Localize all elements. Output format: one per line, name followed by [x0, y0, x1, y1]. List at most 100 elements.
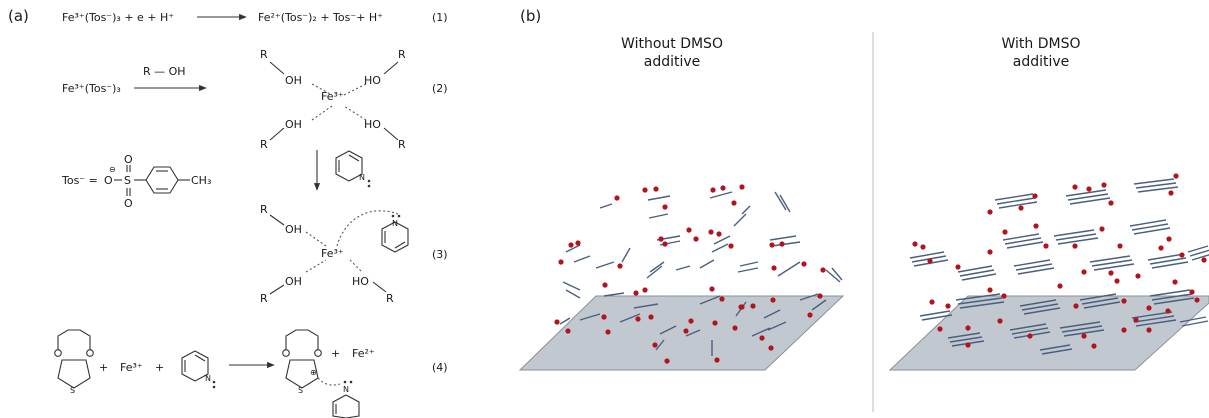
eq1-products: Fe²⁺(Tos⁻)₂ + Tos⁻+ H⁺	[258, 11, 383, 24]
polymer-chain	[1089, 255, 1131, 263]
polymer-chain	[565, 289, 581, 299]
dopant-dot	[601, 314, 607, 320]
eq2-r-bond	[383, 127, 399, 141]
thiophene-ring	[57, 359, 91, 389]
tosylate-structure: Tos⁻ = ⊖ O S O O CH₃	[61, 153, 211, 210]
dopant-dot	[965, 325, 971, 331]
polymer-chain	[1059, 321, 1101, 329]
dopant-dot	[801, 261, 807, 267]
polymer-chain	[1053, 229, 1095, 237]
eq4-pyridine-product: N	[332, 380, 360, 418]
left-title-line1: Without DMSO	[621, 36, 723, 52]
eq2-r-tl: R	[260, 48, 268, 61]
polymer-chain	[1067, 193, 1109, 201]
dopant-dot	[554, 319, 560, 325]
polymer-chain	[741, 205, 751, 215]
panel-a-label: (a)	[8, 7, 29, 25]
polymer-chain	[774, 191, 787, 211]
eq4-pyridine-n: N	[205, 374, 211, 383]
dopant-dot	[1108, 200, 1114, 206]
polymer-chain	[1079, 293, 1117, 301]
polymer-chain	[646, 265, 663, 279]
eq2-oh-tl: OH	[285, 74, 302, 87]
polymer-chain	[799, 293, 819, 301]
dopant-dot	[728, 243, 734, 249]
dopant-dot	[1166, 236, 1172, 242]
eq3-pyridine-n: N	[392, 219, 398, 228]
polymer-chain	[919, 310, 951, 317]
eq4-product-n: N	[343, 385, 349, 394]
dopant-dot	[769, 242, 775, 248]
dopant-dot	[987, 209, 993, 215]
polymer-chain	[1083, 301, 1121, 309]
dopant-dot	[1072, 243, 1078, 249]
right-title-line1: With DMSO	[1001, 36, 1080, 52]
polymer-chain	[685, 329, 701, 337]
dopant-dot	[712, 320, 718, 326]
eq3-number: (3)	[432, 248, 448, 261]
dopant-dot	[662, 241, 668, 247]
dopant-dot	[750, 303, 756, 309]
polymer-chain	[1039, 344, 1071, 351]
dopant-dot	[1114, 278, 1120, 284]
dopant-dot	[997, 318, 1003, 324]
dopant-dot	[642, 287, 648, 293]
dopant-dot	[617, 263, 623, 269]
polymer-chain	[711, 243, 729, 253]
dopant-dot	[1194, 297, 1200, 303]
eq2-r-bl: R	[260, 138, 268, 151]
dopant-dot	[1072, 184, 1078, 190]
dopant-dot	[1018, 205, 1024, 211]
polymer-chain	[1179, 316, 1207, 323]
dopant-dot	[1165, 308, 1171, 314]
polymer-chain	[1004, 237, 1042, 245]
panel-b: (b) Without DMSO additive With DMSO addi…	[518, 7, 1209, 412]
dopant-dot	[688, 318, 694, 324]
substrate-left	[518, 295, 845, 371]
dopant-dot	[1081, 269, 1087, 275]
polymer-chain	[957, 265, 993, 273]
eq3-ho-br: HO	[352, 275, 369, 288]
polymer-chain	[1133, 315, 1175, 323]
polymer-chain	[1015, 263, 1053, 271]
dopant-dot	[719, 296, 725, 302]
eq4-plus-3: +	[331, 347, 340, 360]
eq3-center: Fe³⁺	[321, 247, 344, 260]
eq3-r-br: R	[386, 292, 394, 305]
eq2-r-bond	[269, 127, 285, 141]
polymer-chain	[1009, 323, 1047, 331]
dopant-dot	[614, 195, 620, 201]
eq2-coord-bond	[311, 83, 333, 96]
dopant-dot	[929, 299, 935, 305]
polymer-chain	[1006, 241, 1044, 249]
polymer-chain	[1153, 297, 1195, 305]
eq2-center: Fe³⁺	[321, 90, 344, 103]
eq4-plus-1: +	[99, 361, 108, 374]
dopant-dot	[1043, 243, 1049, 249]
pyridine-n: N	[359, 173, 365, 182]
polymer-chain	[649, 261, 665, 273]
polymer-chain	[737, 267, 759, 273]
polymer-chain	[733, 213, 747, 227]
polymer-chain	[648, 213, 669, 219]
dopant-dot	[693, 236, 699, 242]
dopant-dot	[820, 267, 826, 273]
eq2-r-br: R	[398, 138, 406, 151]
eq4-fe2: Fe²⁺	[352, 347, 375, 360]
dopant-dot	[1201, 257, 1207, 263]
dopant-dot	[1172, 279, 1178, 285]
polymer-chain	[599, 203, 613, 209]
dopant-dot	[771, 265, 777, 271]
polymer-chain	[949, 336, 983, 343]
eq2-coord-bond	[343, 105, 367, 121]
polymer-chain	[1149, 289, 1191, 297]
equation-2: Fe³⁺(Tos⁻)₃ R — OH Fe³⁺ OH HO OH HO R R …	[62, 48, 448, 151]
dopant-dot	[686, 227, 692, 233]
polymer-chain	[603, 292, 625, 297]
dopant-dot	[1001, 293, 1007, 299]
dopant-dot	[1033, 223, 1039, 229]
dopant-dot	[1121, 327, 1127, 333]
polymer-chain	[996, 197, 1036, 205]
eq2-reactant: Fe³⁺(Tos⁻)₃	[62, 82, 121, 95]
polymer-chain	[998, 201, 1038, 209]
